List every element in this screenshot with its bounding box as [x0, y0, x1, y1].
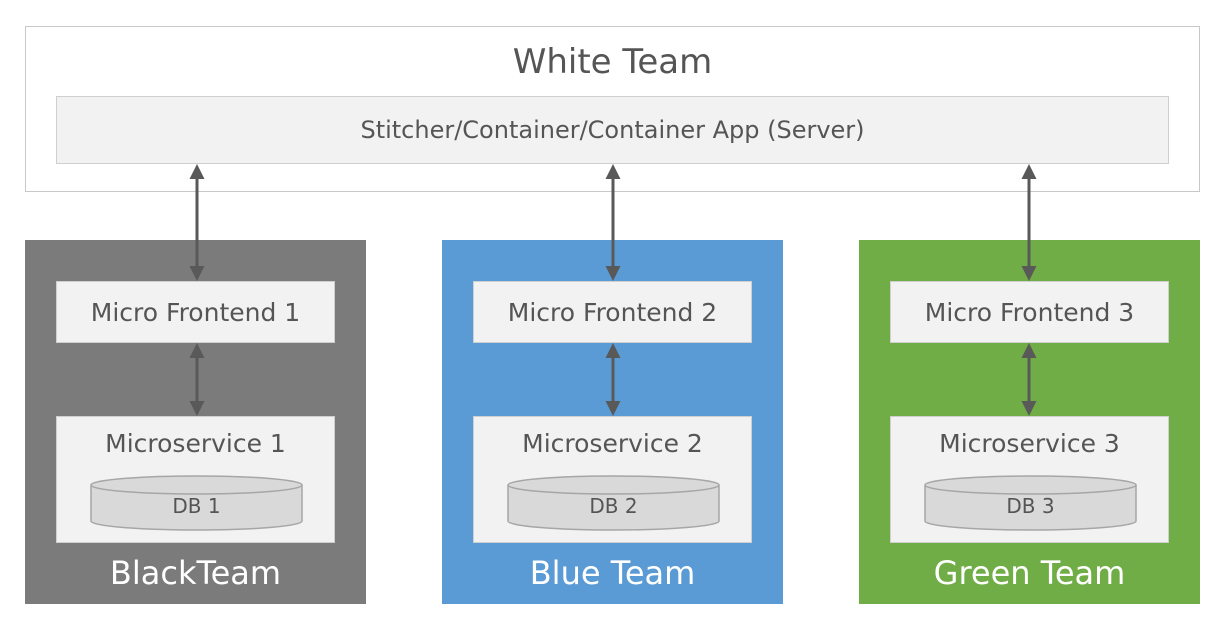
micro-frontend-1: Micro Frontend 1: [56, 281, 335, 343]
team-box-blue: Micro Frontend 2 Microservice 2 DB 2 Blu…: [442, 240, 783, 604]
team-label: BlackTeam: [109, 554, 282, 592]
database-cylinder-icon: [90, 475, 303, 531]
stitcher-container-box: Stitcher/Container/Container App (Server…: [56, 96, 1169, 164]
micro-frontend-label: Micro Frontend 1: [90, 297, 301, 327]
microservice-label: Microservice 2: [522, 429, 703, 458]
micro-frontend-3: Micro Frontend 3: [890, 281, 1169, 343]
database-2: DB 2: [507, 475, 720, 531]
microservice-3: Microservice 3 DB 3: [890, 416, 1169, 543]
team-label: Blue Team: [529, 554, 696, 592]
stitcher-container-label: Stitcher/Container/Container App (Server…: [360, 116, 865, 144]
micro-frontend-2: Micro Frontend 2: [473, 281, 752, 343]
micro-frontend-label: Micro Frontend 2: [507, 297, 718, 327]
microservice-2: Microservice 2 DB 2: [473, 416, 752, 543]
micro-frontend-label: Micro Frontend 3: [924, 297, 1135, 327]
microservice-label: Microservice 3: [939, 429, 1120, 458]
database-cylinder-icon: [924, 475, 1137, 531]
database-label: DB 1: [172, 494, 221, 518]
microservice-1: Microservice 1 DB 1: [56, 416, 335, 543]
team-box-black: Micro Frontend 1 Microservice 1 DB 1 Bla…: [25, 240, 366, 604]
white-team-title: White Team: [512, 42, 713, 82]
database-cylinder-icon: [507, 475, 720, 531]
microservice-label: Microservice 1: [105, 429, 286, 458]
database-label: DB 3: [1006, 494, 1055, 518]
database-1: DB 1: [90, 475, 303, 531]
database-label: DB 2: [589, 494, 638, 518]
database-3: DB 3: [924, 475, 1137, 531]
team-box-green: Micro Frontend 3 Microservice 3 DB 3 Gre…: [859, 240, 1200, 604]
team-label: Green Team: [933, 554, 1126, 592]
